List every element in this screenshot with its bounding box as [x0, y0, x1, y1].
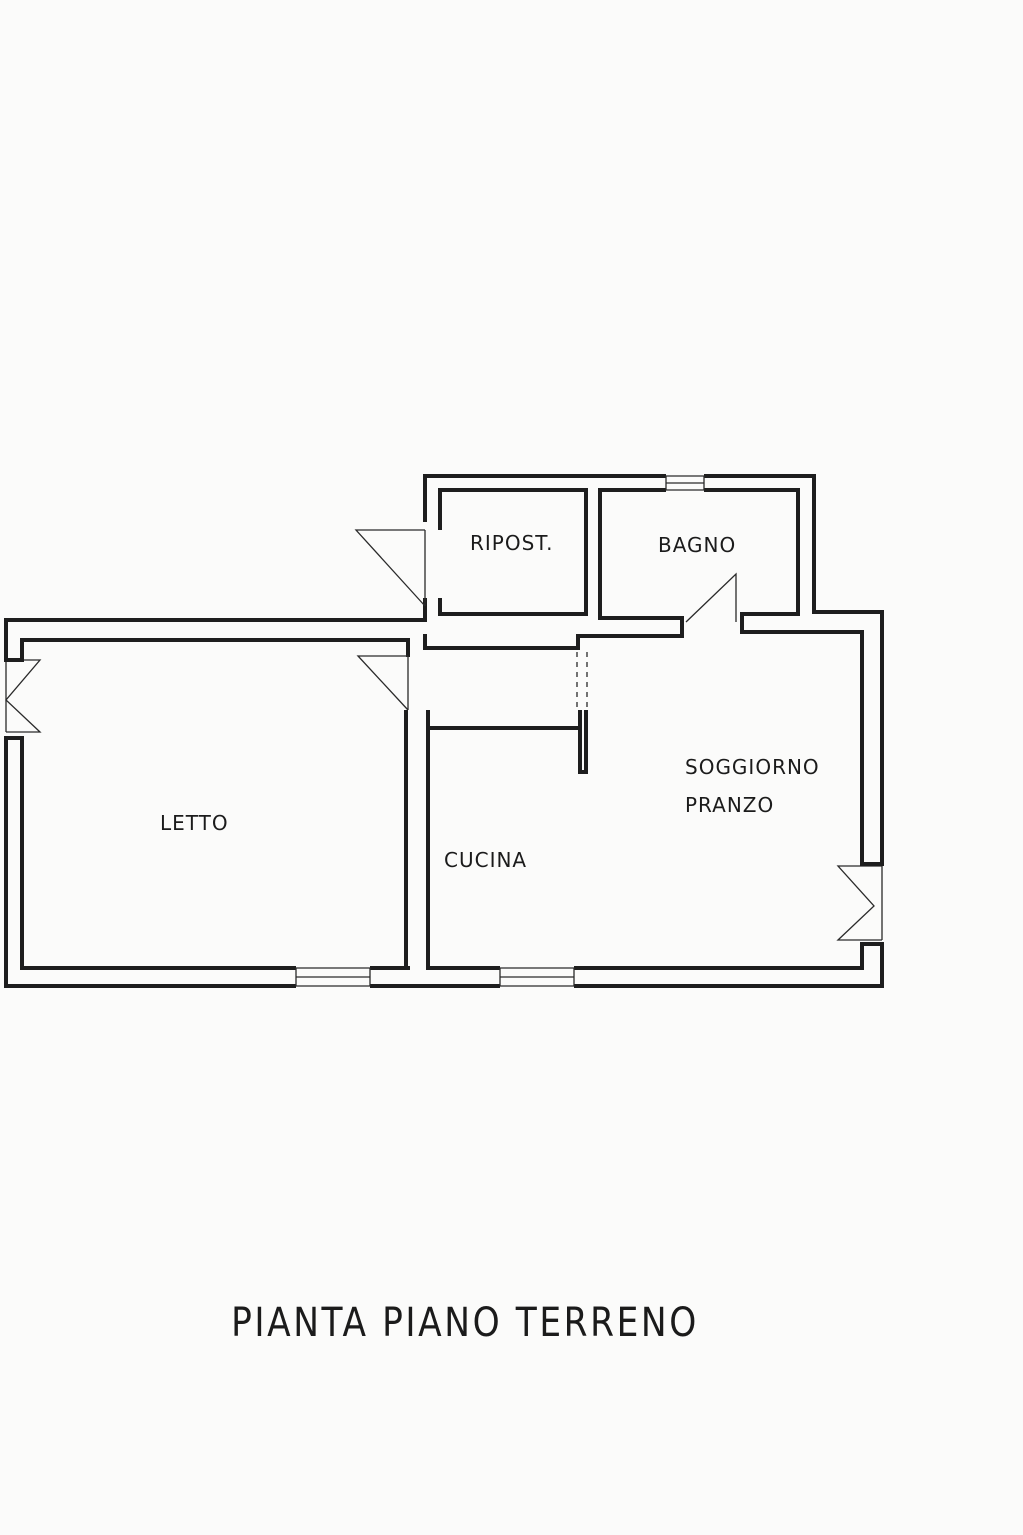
- room-label-pranzo: PRANZO: [685, 793, 774, 817]
- room-label-letto: LETTO: [160, 811, 229, 835]
- doors: [0, 529, 888, 970]
- plan-title: PIANTA PIANO TERRENO: [231, 1300, 699, 1346]
- windows: [295, 470, 705, 992]
- room-label-cucina: CUCINA: [444, 848, 527, 872]
- room-label-soggiorno: SOGGIORNO: [685, 755, 820, 779]
- room-label-bagno: BAGNO: [658, 533, 736, 557]
- outer-wall: [4, 474, 884, 988]
- room-label-ripost: RIPOST.: [470, 531, 554, 555]
